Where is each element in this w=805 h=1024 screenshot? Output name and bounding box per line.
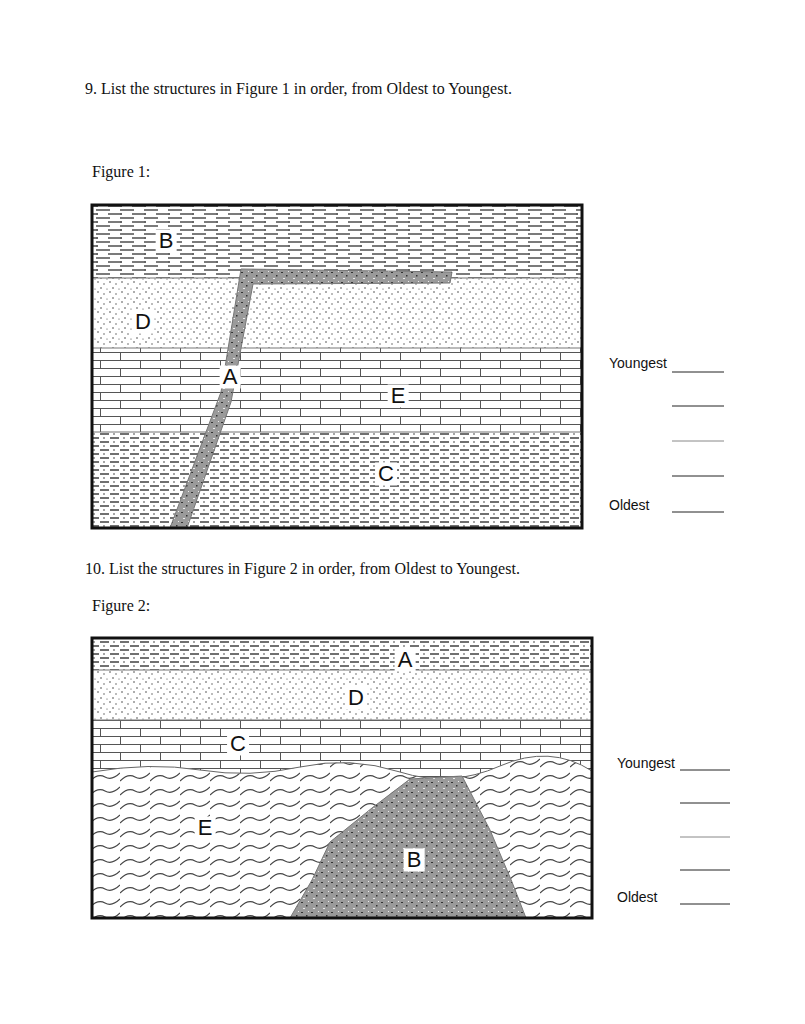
layer-letter: B bbox=[156, 229, 177, 252]
structure-letter: A bbox=[220, 365, 241, 388]
figure-caption: Figure 2: bbox=[92, 597, 150, 615]
figure-1 bbox=[92, 205, 582, 528]
oldest-label: Oldest bbox=[609, 497, 649, 513]
youngest-label: Youngest bbox=[617, 755, 675, 771]
layer-letter: C bbox=[227, 732, 249, 755]
question-text: 10. List the structures in Figure 2 in o… bbox=[85, 560, 520, 578]
figure-2 bbox=[92, 638, 592, 918]
figure-caption: Figure 1: bbox=[92, 163, 150, 181]
intrusion-letter: B bbox=[404, 848, 425, 871]
answer-blanks-1 bbox=[672, 372, 724, 512]
question-text: 9. List the structures in Figure 1 in or… bbox=[85, 80, 512, 98]
layer-letter: A bbox=[395, 648, 416, 671]
layer-letter: E bbox=[195, 816, 216, 839]
youngest-label: Youngest bbox=[609, 355, 667, 371]
layer-letter: D bbox=[132, 310, 154, 333]
oldest-label: Oldest bbox=[617, 889, 657, 905]
answer-blanks-2 bbox=[680, 770, 730, 904]
layer-letter: E bbox=[388, 384, 409, 407]
layer-letter: D bbox=[345, 686, 367, 709]
layer-letter: C bbox=[375, 462, 397, 485]
